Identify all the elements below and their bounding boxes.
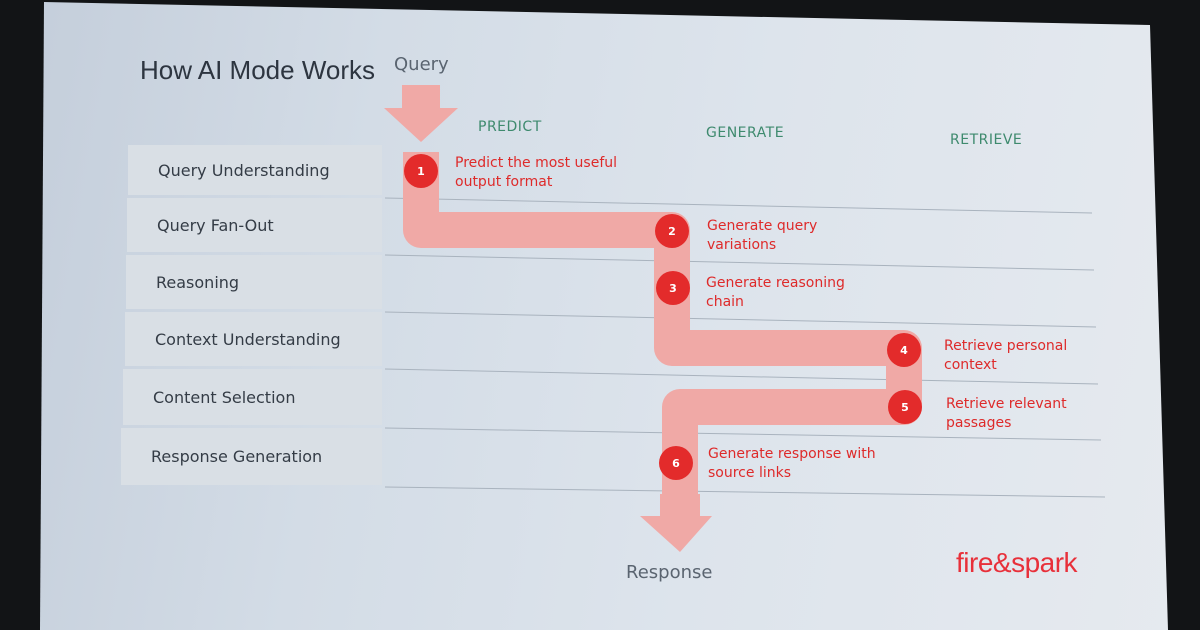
step-5-text: Retrieve relevant passages — [946, 396, 1067, 431]
row-divider — [384, 311, 1097, 328]
step-marker-1: 1 — [404, 154, 438, 188]
step-number: 1 — [417, 165, 425, 178]
slide-title: How AI Mode Works — [139, 55, 376, 85]
step-circle — [656, 271, 690, 305]
step-number: 3 — [669, 282, 677, 295]
step-marker-4: 4 — [887, 333, 921, 367]
row-divider — [384, 486, 1106, 498]
step-marker-2: 2 — [655, 214, 689, 248]
stage-query-understanding: Query Understanding — [128, 145, 382, 195]
row-dividers — [384, 197, 1106, 498]
stage-context-understanding: Context Understanding — [125, 312, 382, 366]
column-header-generate: GENERATE — [706, 125, 785, 141]
row-divider — [384, 254, 1095, 271]
step-circle — [888, 390, 922, 424]
column-header-retrieve: RETRIEVE — [950, 132, 1023, 148]
step-number: 4 — [900, 344, 908, 357]
query-arrow — [384, 85, 458, 142]
brand-logo: fire&spark — [956, 547, 1078, 578]
stage-response-generation: Response Generation — [121, 428, 382, 485]
step-marker-5: 5 — [888, 390, 922, 424]
response-arrow — [640, 494, 712, 552]
step-number: 6 — [672, 457, 680, 470]
step-number: 2 — [668, 225, 676, 238]
row-divider — [384, 368, 1099, 385]
step-4-text: Retrieve personal context — [944, 338, 1068, 373]
row-divider — [384, 427, 1102, 441]
column-header-predict: PREDICT — [478, 119, 542, 135]
stage-reasoning: Reasoning — [126, 255, 382, 309]
step-1-text: Predict the most useful output format — [455, 155, 618, 190]
response-label: Response — [626, 562, 713, 583]
query-label: Query — [394, 54, 449, 75]
step-marker-3: 3 — [656, 271, 690, 305]
step-circle — [404, 154, 438, 188]
step-2-text: Generate query variations — [707, 218, 818, 253]
step-6-text: Generate response with source links — [708, 446, 876, 481]
step-circle — [887, 333, 921, 367]
stage-content-selection: Content Selection — [123, 369, 382, 425]
step-circle — [659, 446, 693, 480]
step-3-text: Generate reasoning chain — [706, 275, 845, 310]
stage-query-fan-out: Query Fan-Out — [127, 198, 382, 252]
step-marker-6: 6 — [659, 446, 693, 480]
flow-path — [403, 152, 922, 506]
step-number: 5 — [901, 401, 909, 414]
row-divider — [384, 197, 1093, 214]
step-circle — [655, 214, 689, 248]
